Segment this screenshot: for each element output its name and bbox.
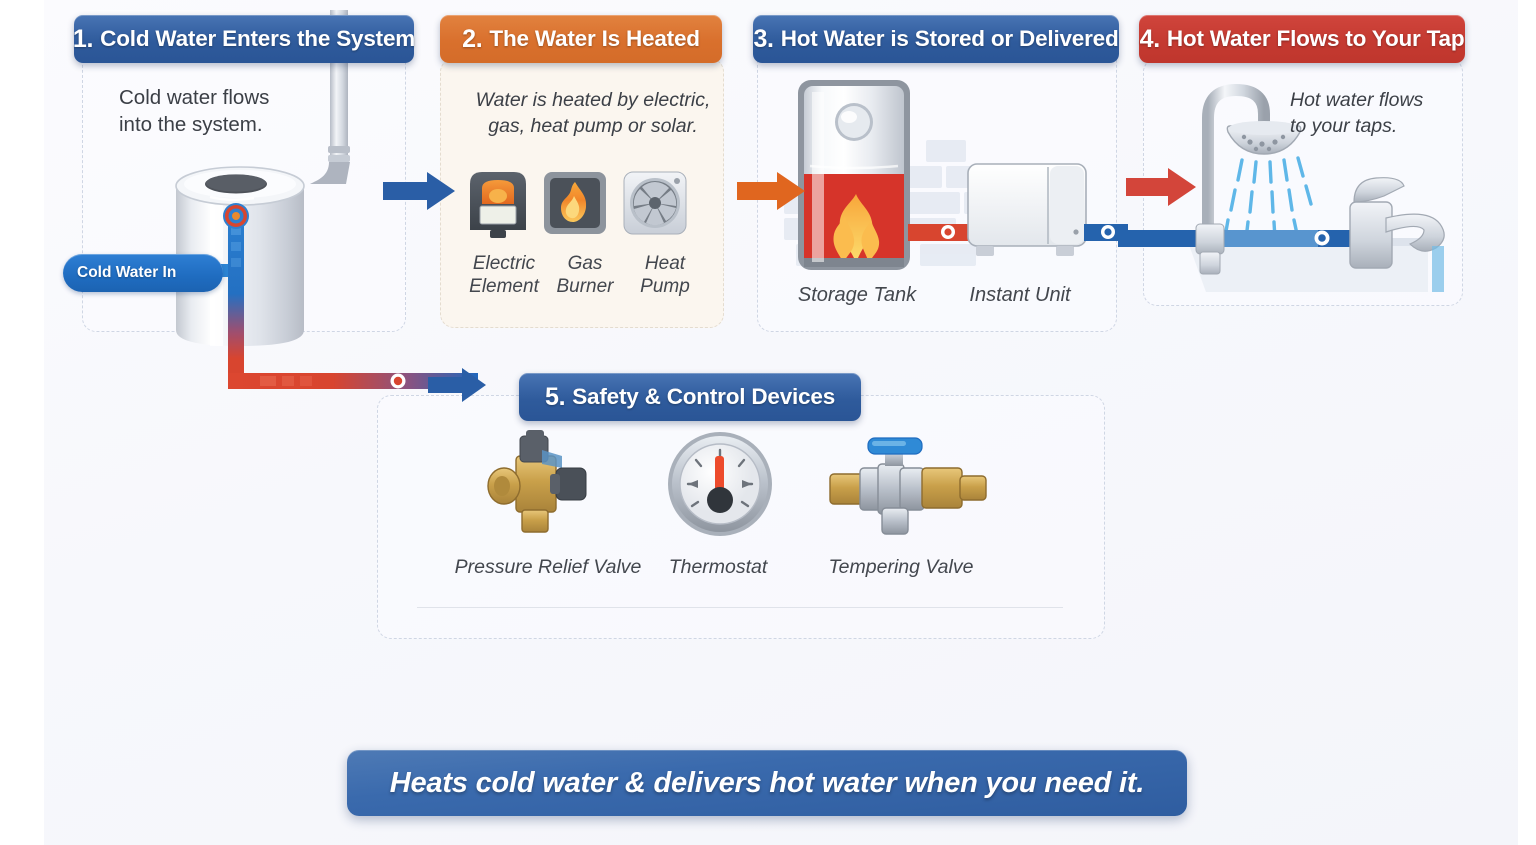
step5-divider [417, 607, 1063, 609]
caption-line-1: Heat [644, 253, 686, 274]
step-4-title: Hot Water Flows to Your Tap [1166, 26, 1465, 51]
gas-burner-icon [544, 172, 606, 234]
cold-water-in-label: Cold Water In [77, 264, 177, 281]
header-step-4[interactable]: 4. Hot Water Flows to Your Tap [1139, 15, 1465, 63]
step-1-title: Cold Water Enters the System [100, 26, 416, 51]
step-4-body-line-1: Hot water flows [1290, 89, 1424, 111]
step-4-number: 4. [1139, 24, 1161, 53]
water-spray [1223, 156, 1313, 241]
step-4-body-line-2: to your taps. [1290, 114, 1398, 137]
header-step-5[interactable]: 5. Safety & Control Devices [519, 373, 861, 421]
caption-tempering-valve: Tempering Valve [828, 556, 974, 578]
step-2-body-line-2: gas, heat pump or solar. [488, 114, 698, 137]
left-margin [0, 0, 44, 845]
tempering-valve-icon [829, 437, 987, 535]
caption-line-2: Pump [640, 276, 690, 298]
mixer-tap-icon [1349, 177, 1445, 292]
step-3-title: Hot Water is Stored or Delivered [780, 26, 1119, 51]
step-2-body-line-1: Water is heated by electric, [475, 89, 711, 111]
step2-heat-source-icons [470, 171, 687, 238]
step-1-body-line-2: into the system. [119, 113, 263, 137]
summary-banner: Heats cold water & delivers hot water wh… [347, 750, 1187, 816]
arrow-step2-to-step3 [737, 172, 805, 210]
caption-line-1: Gas [567, 253, 603, 274]
caption-electric-element: Electric Element [460, 252, 548, 298]
caption-heat-pump: Heat Pump [624, 252, 706, 298]
caption-gas-burner: Gas Burner [543, 252, 627, 298]
caption-storage-tank: Storage Tank [797, 284, 917, 306]
step5-device-icons [487, 430, 987, 536]
arrow-step3-to-step4 [1126, 168, 1196, 206]
electric-element-icon [470, 172, 526, 238]
step-1-body: Cold water flows into the system. [119, 84, 339, 139]
step-3-number: 3. [753, 24, 774, 53]
cold-water-in-badge[interactable]: Cold Water In [63, 254, 223, 292]
step-4-body: Hot water flows to your taps. [1290, 88, 1470, 140]
arrow-to-step5 [428, 368, 486, 402]
instant-unit-icon [967, 163, 1087, 256]
step-5-number: 5. [544, 382, 566, 411]
caption-thermostat: Thermostat [668, 556, 768, 578]
caption-line-2: Burner [556, 276, 614, 298]
caption-line-1: Electric [472, 253, 536, 274]
step4-illustration [1118, 83, 1445, 292]
step-2-title: The Water Is Heated [489, 26, 700, 51]
shower-head-icon [1226, 121, 1302, 155]
heat-pump-icon [623, 171, 687, 235]
storage-tank-icon [798, 80, 910, 270]
step-2-body: Water is heated by electric, gas, heat p… [463, 88, 723, 140]
step-5-title: Safety & Control Devices [572, 384, 836, 409]
arrow-step1-to-step2 [383, 172, 455, 210]
step-1-number: 1. [72, 24, 94, 53]
caption-instant-unit: Instant Unit [969, 284, 1071, 306]
step-1-body-line-1: Cold water flows [119, 86, 270, 109]
pressure-relief-valve-icon [487, 430, 587, 533]
step-2-number: 2. [462, 24, 483, 53]
right-margin [1518, 0, 1536, 845]
header-step-1[interactable]: 1. Cold Water Enters the System [72, 15, 416, 63]
header-step-2[interactable]: 2. The Water Is Heated [440, 15, 722, 63]
step1-illustration [146, 10, 478, 389]
summary-banner-text: Heats cold water & delivers hot water wh… [389, 766, 1145, 799]
step3-illustration [784, 80, 1128, 270]
header-step-3[interactable]: 3. Hot Water is Stored or Delivered [753, 15, 1119, 63]
caption-line-2: Element [469, 276, 539, 298]
caption-pressure-relief-valve: Pressure Relief Valve [454, 556, 642, 578]
thermostat-gauge-icon [668, 432, 772, 536]
